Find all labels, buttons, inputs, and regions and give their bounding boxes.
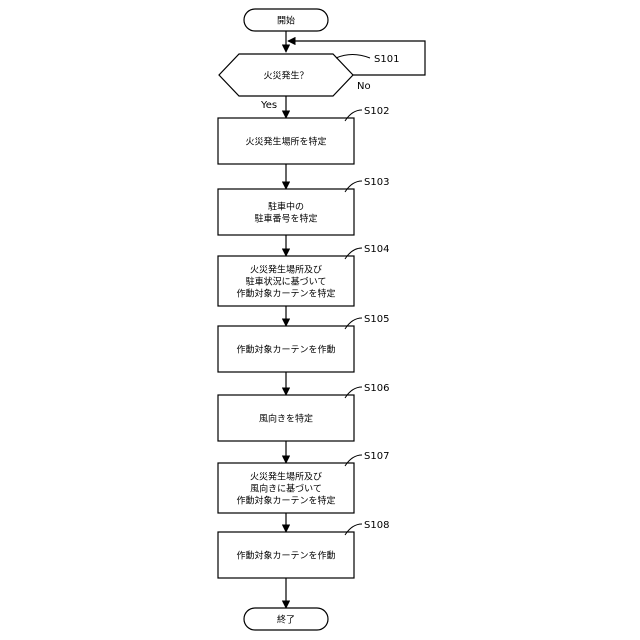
step-id-S102: S102 bbox=[364, 106, 389, 117]
start-label: 開始 bbox=[277, 15, 295, 27]
step-id-S108: S108 bbox=[364, 520, 389, 531]
step-id-S106: S106 bbox=[364, 383, 389, 394]
yes-label: Yes bbox=[260, 100, 277, 111]
step-text-line: 風向きを特定 bbox=[259, 413, 313, 425]
process-step-S107: 火災発生場所及び風向きに基づいて作動対象カーテンを特定 S107 bbox=[218, 451, 389, 513]
step-text-line: 駐車番号を特定 bbox=[254, 213, 317, 225]
step-id-S101: S101 bbox=[374, 54, 399, 65]
decision-label: 火災発生？ bbox=[263, 70, 308, 82]
process-step-S106: 風向きを特定 S106 bbox=[218, 383, 389, 441]
step-text-line: 駐車状況に基づいて bbox=[246, 276, 327, 288]
step-text-line: 火災発生場所及び bbox=[250, 264, 322, 276]
no-label: No bbox=[357, 81, 371, 92]
step-text-line: 作動対象カーテンを作動 bbox=[236, 344, 335, 356]
step-text-line: 火災発生場所及び bbox=[250, 471, 322, 483]
process-step-S105: 作動対象カーテンを作動 S105 bbox=[218, 314, 389, 372]
step-id-S107: S107 bbox=[364, 451, 389, 462]
process-step-S108: 作動対象カーテンを作動 S108 bbox=[218, 520, 389, 578]
process-step-S102: 火災発生場所を特定 S102 bbox=[218, 106, 389, 164]
step-text-line: 火災発生場所を特定 bbox=[245, 136, 326, 148]
step-text-line: 作動対象カーテンを作動 bbox=[236, 550, 335, 562]
step-text-line: 風向きに基づいて bbox=[250, 483, 322, 495]
step-text-line: 駐車中の bbox=[268, 201, 304, 213]
step-id-S105: S105 bbox=[364, 314, 389, 325]
end-terminal: 終了 bbox=[244, 608, 328, 630]
step-text-line: 作動対象カーテンを特定 bbox=[236, 288, 335, 300]
step-text-line: 作動対象カーテンを特定 bbox=[236, 495, 335, 507]
decision-fire-occurred: 火災発生？ bbox=[219, 54, 353, 96]
start-terminal: 開始 bbox=[244, 9, 328, 31]
step-tag-line-S101 bbox=[336, 55, 370, 59]
step-id-S103: S103 bbox=[364, 177, 389, 188]
step-id-S104: S104 bbox=[364, 244, 389, 255]
process-steps: 火災発生場所を特定 S102 駐車中の駐車番号を特定 S103 火災発生場所及び駐車状況… bbox=[218, 106, 389, 608]
end-label: 終了 bbox=[277, 614, 295, 626]
process-step-S104: 火災発生場所及び駐車状況に基づいて作動対象カーテンを特定 S104 bbox=[218, 244, 389, 306]
process-step-S103: 駐車中の駐車番号を特定 S103 bbox=[218, 177, 389, 235]
